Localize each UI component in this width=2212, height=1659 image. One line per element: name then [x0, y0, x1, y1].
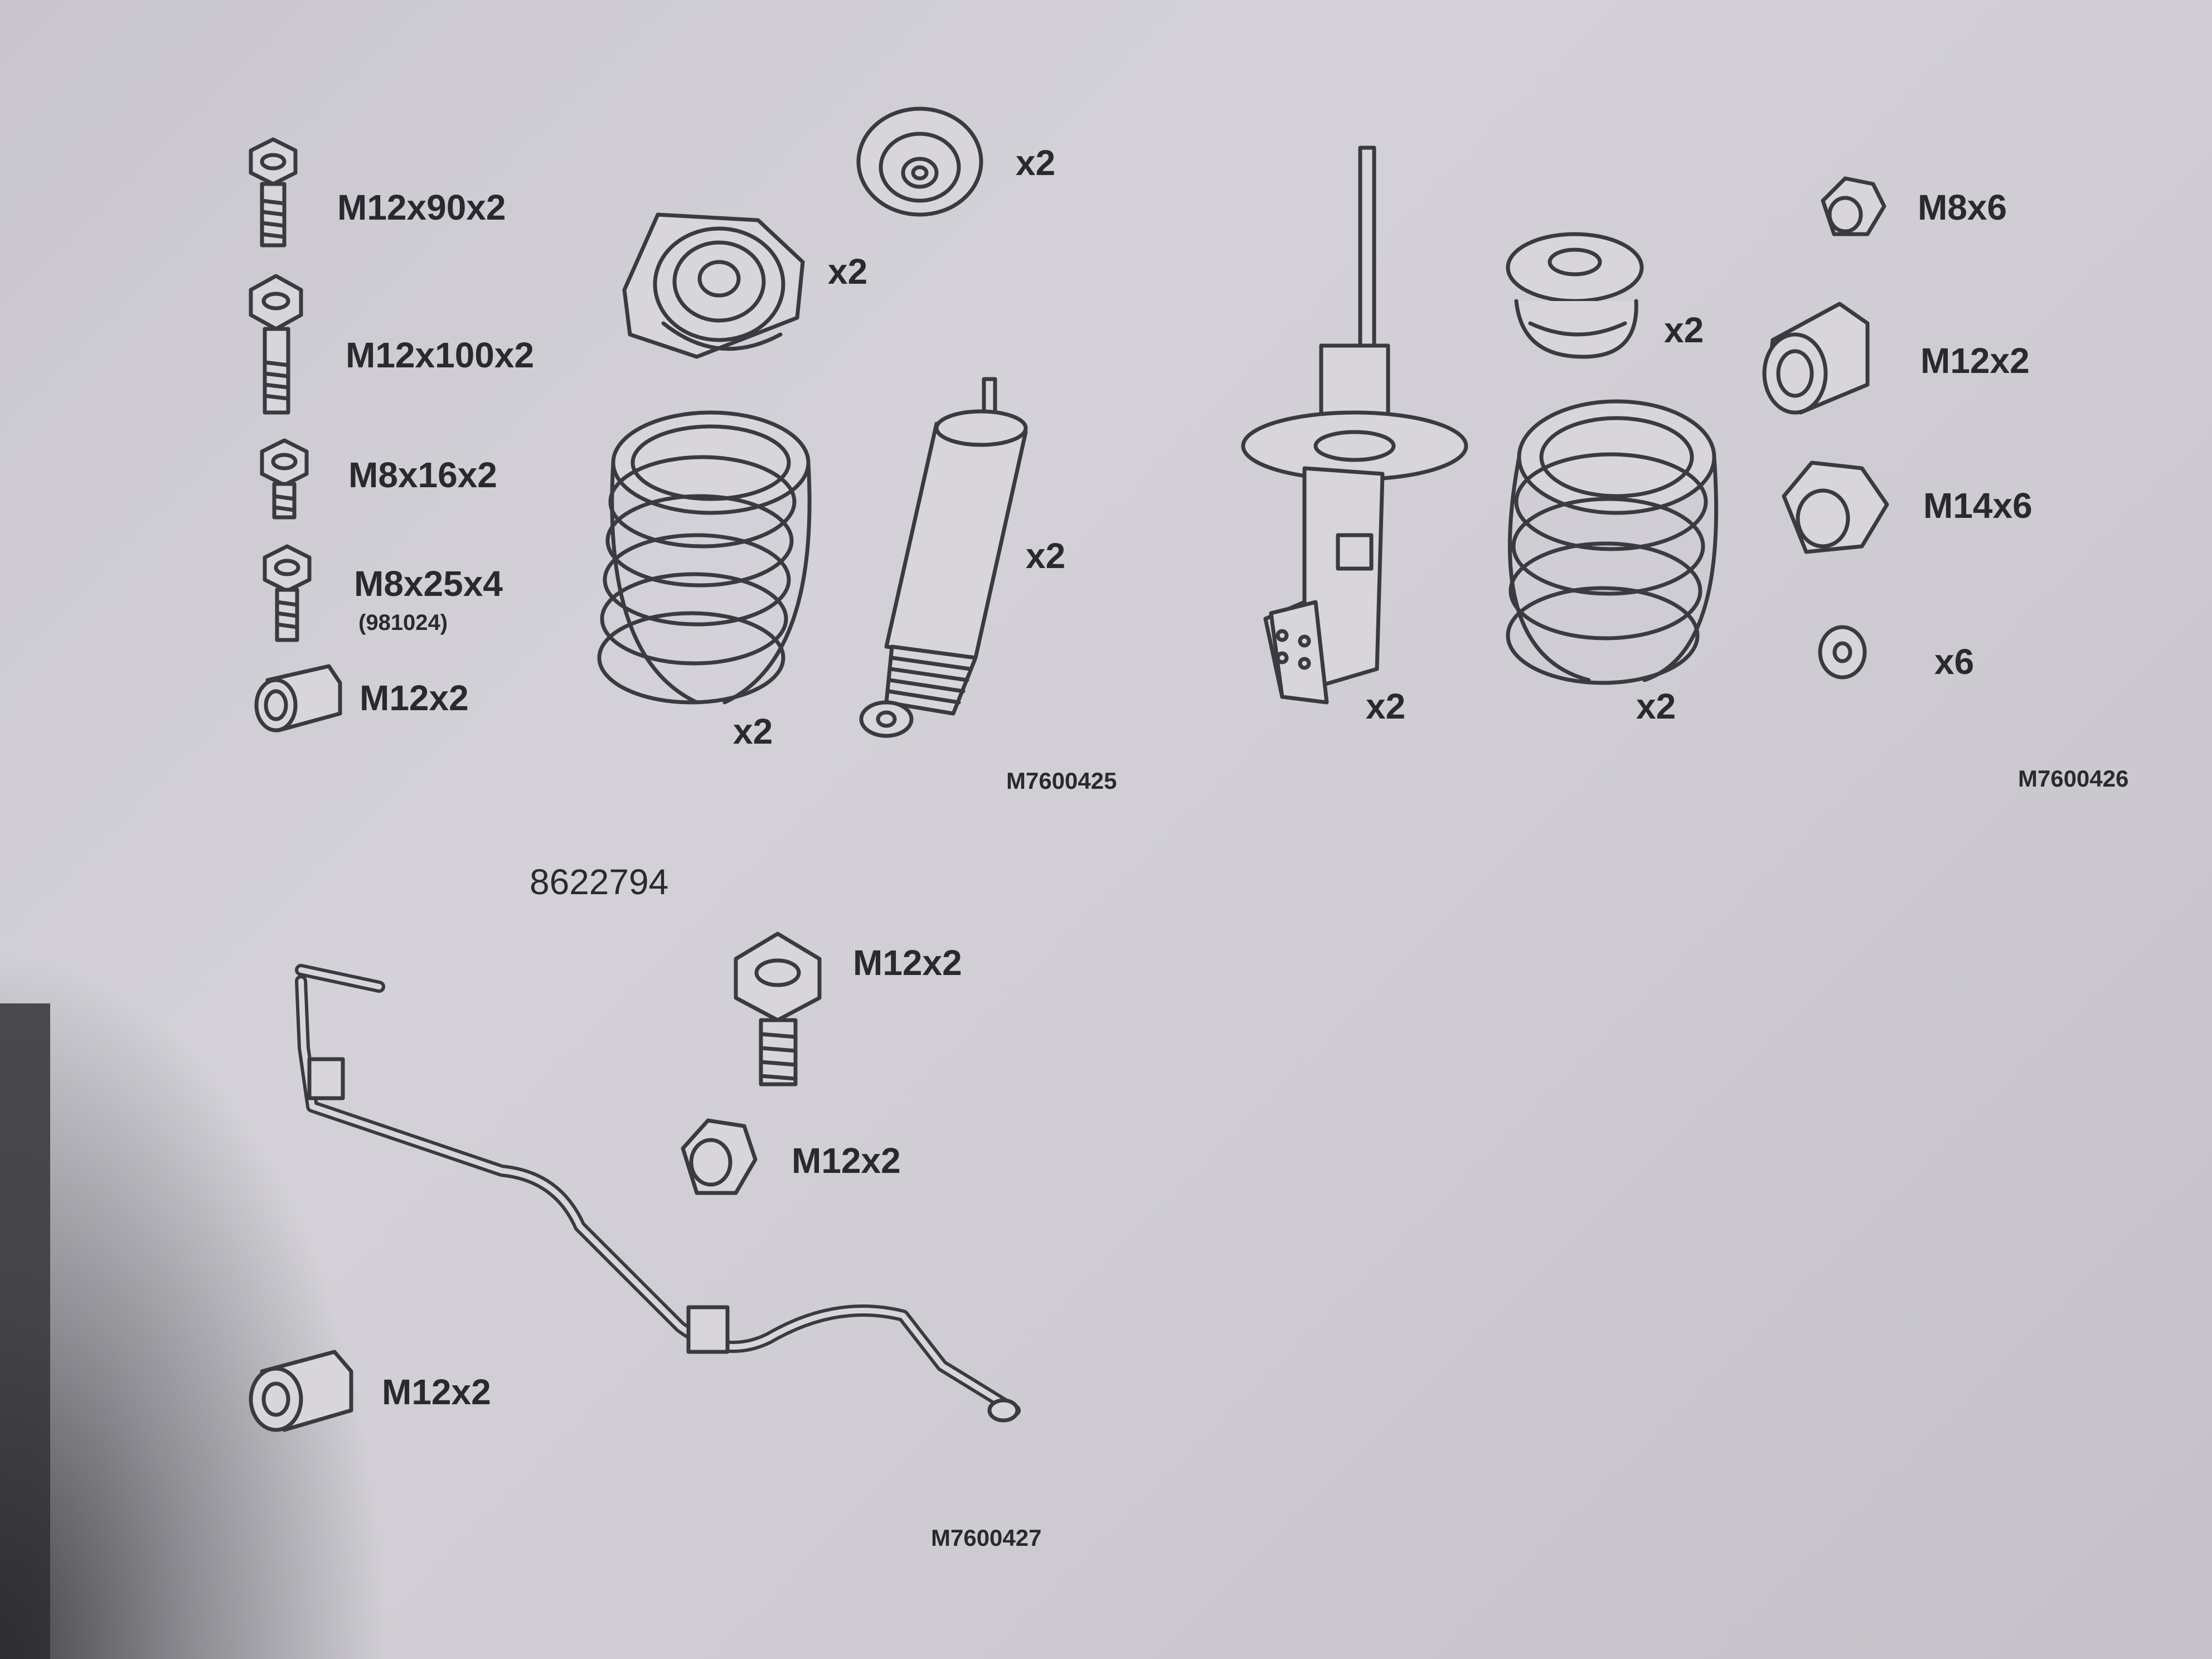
label-bolt-m12x90: M12x90x2 — [337, 187, 506, 227]
strut-assembly-icon — [1241, 145, 1468, 705]
label-bolt-m8x25: M8x25x4 — [354, 564, 503, 604]
coil-spring-2-icon — [1506, 399, 1719, 685]
flange-nut-m14-icon — [1782, 460, 1889, 554]
qty-top-mount: x2 — [828, 251, 868, 292]
label-washer: x6 — [1934, 642, 1975, 682]
anti-roll-bar-icon — [295, 964, 1021, 1423]
sleeve-nut-m12-icon — [254, 664, 342, 733]
bolt-m12-panel3-icon — [734, 932, 822, 1086]
label-bolt-m12-panel3: M12x2 — [853, 943, 962, 983]
qty-spring-seat: x2 — [1664, 310, 1704, 350]
washer-icon — [1818, 625, 1867, 680]
flange-nut-m12-panel3-icon — [681, 1118, 758, 1195]
diagram-code-1: M7600425 — [1006, 768, 1117, 794]
label-sleeve-nut-m12-panel3: M12x2 — [382, 1372, 491, 1412]
mount-cup-icon — [856, 106, 983, 217]
spring-seat-icon — [1506, 232, 1644, 359]
label-bolt-m8x25-partno: (981024) — [358, 610, 448, 635]
label-flange-nut-m14: M14x6 — [1923, 486, 2032, 526]
bolt-m12x100-icon — [249, 274, 303, 415]
label-sleeve-nut-m12: M12x2 — [360, 678, 469, 718]
qty-shock-absorber: x2 — [1026, 536, 1066, 576]
label-bolt-m8x16: M8x16x2 — [348, 455, 497, 495]
bolt-m12x90-icon — [249, 137, 298, 248]
sleeve-nut-m12-right-icon — [1762, 302, 1870, 415]
label-nut-m8: M8x6 — [1918, 187, 2007, 227]
qty-coil-spring-2: x2 — [1636, 686, 1676, 726]
bolt-m8x25-icon — [263, 544, 312, 642]
kit-part-number: 8622794 — [530, 862, 669, 902]
sleeve-nut-m12-panel3-icon — [249, 1350, 353, 1432]
diagram-code-3: M7600427 — [931, 1525, 1042, 1551]
coil-spring-1-icon — [597, 410, 812, 705]
top-mount-icon — [622, 212, 805, 359]
diagram-code-2: M7600426 — [2018, 765, 2129, 792]
label-bolt-m12x100: M12x100x2 — [346, 335, 535, 375]
label-flange-nut-m12-panel3: M12x2 — [792, 1141, 901, 1181]
label-sleeve-nut-m12-right: M12x2 — [1920, 341, 2030, 381]
shock-absorber-icon — [859, 377, 1028, 738]
qty-strut: x2 — [1366, 686, 1406, 726]
qty-coil-spring-1: x2 — [733, 711, 773, 751]
nut-m8-icon — [1821, 176, 1886, 236]
qty-mount-cup: x2 — [1016, 143, 1056, 183]
bolt-m8x16-icon — [260, 438, 309, 520]
